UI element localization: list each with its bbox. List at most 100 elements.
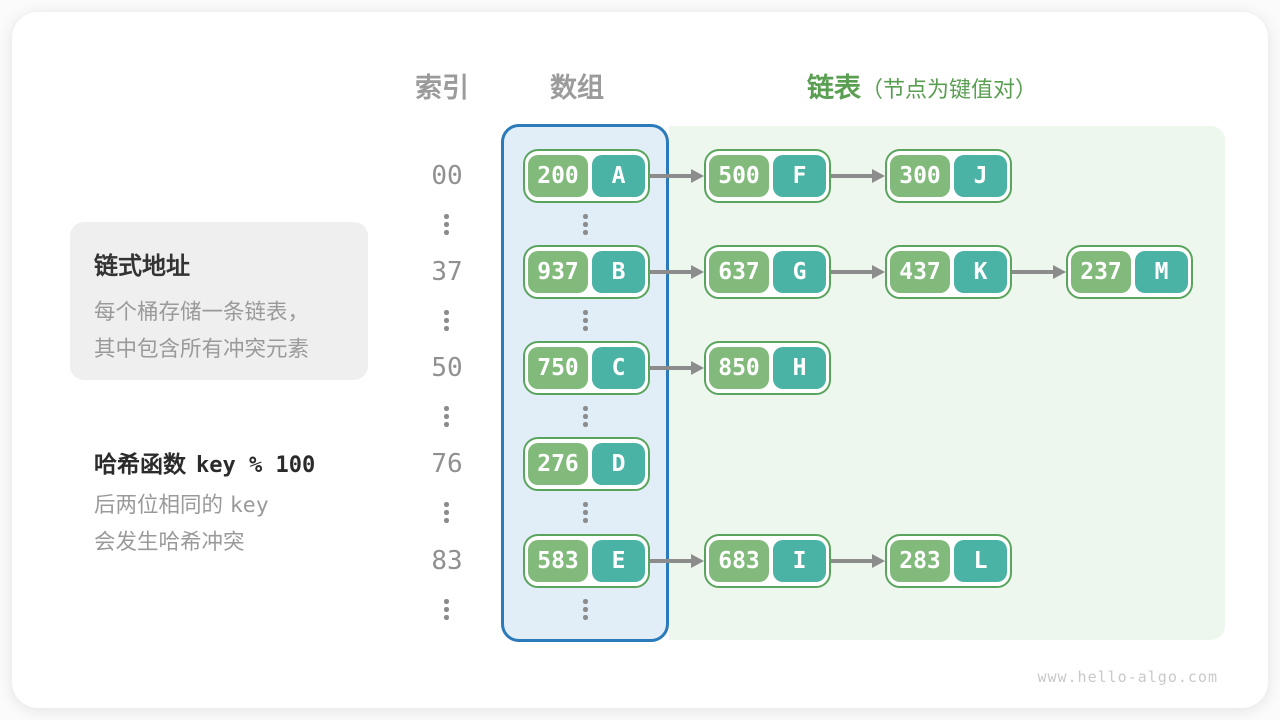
ellipsis-dot <box>583 310 588 315</box>
ellipsis-dot <box>583 414 588 419</box>
index-ellipsis <box>444 502 449 523</box>
ellipsis-dot <box>583 326 588 331</box>
ellipsis-dot <box>444 318 449 323</box>
ellipsis-dot <box>444 518 449 523</box>
node-value: F <box>773 155 826 197</box>
bucket-index-label: 37 <box>431 257 463 287</box>
ellipsis-dot <box>444 607 449 612</box>
ellipsis-dot <box>583 406 588 411</box>
ellipsis-dot <box>444 615 449 620</box>
hash-function-formula: key % 100 <box>196 453 316 478</box>
node-value: A <box>592 155 645 197</box>
next-pointer-arrow <box>649 360 704 375</box>
next-pointer-arrow <box>830 553 885 568</box>
node-value: L <box>954 540 1007 582</box>
bucket-index-label: 00 <box>431 161 463 191</box>
node-value: G <box>773 251 826 293</box>
node-value: D <box>592 443 645 485</box>
ellipsis-dot <box>583 607 588 612</box>
column-header-list-note: （节点为键值对） <box>861 78 1038 103</box>
ellipsis-dot <box>444 222 449 227</box>
node-value: J <box>954 155 1007 197</box>
index-ellipsis <box>444 310 449 331</box>
ellipsis-dot <box>583 502 588 507</box>
ellipsis-dot <box>583 615 588 620</box>
next-pointer-arrow <box>649 264 704 279</box>
node-key: 437 <box>890 251 950 293</box>
node-value: H <box>773 347 826 389</box>
ellipsis-dot <box>444 214 449 219</box>
info-box-line2: 其中包含所有冲突元素 <box>94 337 310 362</box>
node-key: 500 <box>709 155 769 197</box>
array-ellipsis <box>583 310 588 331</box>
ellipsis-dot <box>444 502 449 507</box>
column-header-array: 数组 <box>550 73 604 104</box>
ellipsis-dot <box>444 414 449 419</box>
hash-function-note: 哈希函数 key % 100 <box>94 445 315 479</box>
next-pointer-arrow <box>830 264 885 279</box>
ellipsis-dot <box>583 422 588 427</box>
ellipsis-dot <box>444 326 449 331</box>
node-key: 583 <box>528 540 588 582</box>
ellipsis-dot <box>583 214 588 219</box>
node-key: 300 <box>890 155 950 197</box>
node-value: I <box>773 540 826 582</box>
next-pointer-arrow <box>649 168 704 183</box>
index-ellipsis <box>444 214 449 235</box>
array-ellipsis <box>583 599 588 620</box>
node-value: M <box>1135 251 1188 293</box>
ellipsis-dot <box>583 318 588 323</box>
info-box-title: 链式地址 <box>94 252 190 280</box>
hash-collision-line1: 后两位相同的 key <box>94 493 269 518</box>
node-key: 637 <box>709 251 769 293</box>
bucket-index-label: 83 <box>431 546 463 576</box>
node-value: K <box>954 251 1007 293</box>
node-key: 276 <box>528 443 588 485</box>
node-key: 200 <box>528 155 588 197</box>
info-box-line1: 每个桶存储一条链表， <box>94 300 310 325</box>
ellipsis-dot <box>583 518 588 523</box>
ellipsis-dot <box>583 599 588 604</box>
node-key: 750 <box>528 347 588 389</box>
next-pointer-arrow <box>649 553 704 568</box>
ellipsis-dot <box>444 422 449 427</box>
ellipsis-dot <box>444 230 449 235</box>
ellipsis-dot <box>583 222 588 227</box>
array-ellipsis <box>583 502 588 523</box>
node-key: 683 <box>709 540 769 582</box>
bucket-index-label: 50 <box>431 353 463 383</box>
node-key: 937 <box>528 251 588 293</box>
ellipsis-dot <box>444 510 449 515</box>
array-ellipsis <box>583 214 588 235</box>
node-value: B <box>592 251 645 293</box>
node-value: C <box>592 347 645 389</box>
next-pointer-arrow <box>830 168 885 183</box>
index-ellipsis <box>444 406 449 427</box>
bucket-index-label: 76 <box>431 449 463 479</box>
ellipsis-dot <box>444 599 449 604</box>
column-header-list: 链表（节点为键值对） <box>807 66 1037 105</box>
column-header-list-title: 链表 <box>807 73 861 104</box>
array-ellipsis <box>583 406 588 427</box>
ellipsis-dot <box>444 406 449 411</box>
hash-collision-line2: 会发生哈希冲突 <box>94 530 245 555</box>
next-pointer-arrow <box>1011 264 1066 279</box>
node-key: 283 <box>890 540 950 582</box>
node-key: 237 <box>1071 251 1131 293</box>
hash-function-label: 哈希函数 <box>94 452 186 478</box>
node-value: E <box>592 540 645 582</box>
